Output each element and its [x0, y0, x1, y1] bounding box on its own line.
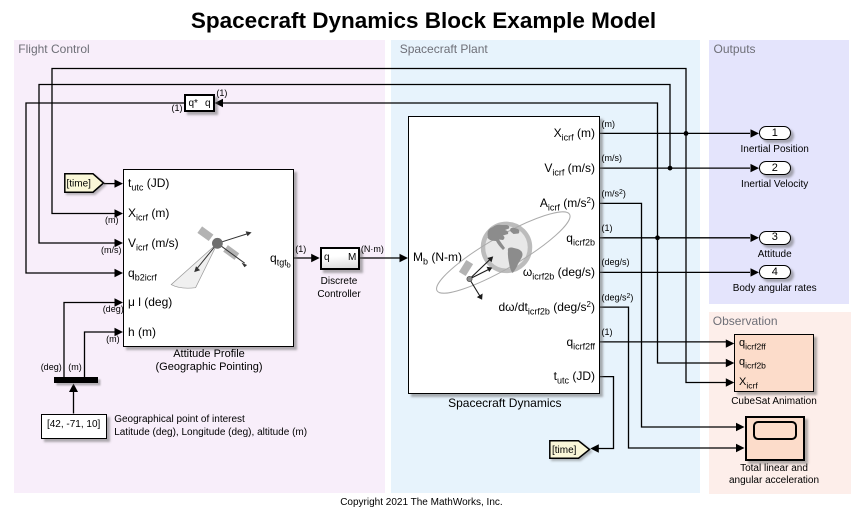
svg-text:[time]: [time]	[552, 445, 577, 456]
svg-text:[time]: [time]	[67, 179, 92, 190]
